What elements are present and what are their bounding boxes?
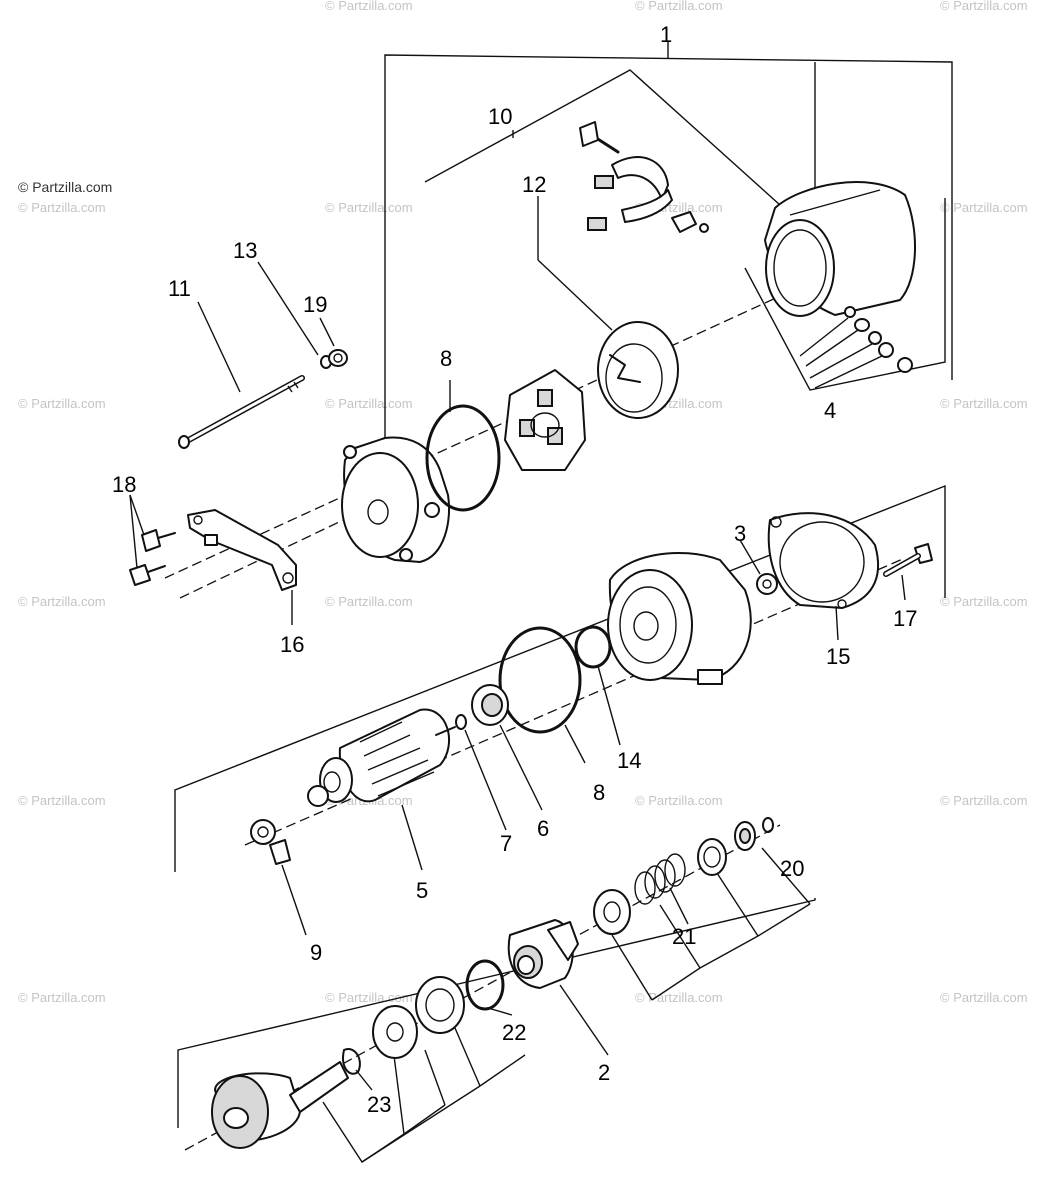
watermark: © Partzilla.com bbox=[940, 793, 1028, 808]
end-bearing bbox=[734, 821, 756, 851]
spring bbox=[634, 853, 686, 905]
snap-ring bbox=[342, 1048, 361, 1075]
o-ring bbox=[498, 626, 582, 734]
corner-watermark: © Partzilla.com bbox=[18, 179, 112, 195]
sleeve bbox=[593, 889, 631, 935]
callout-8-top: 8 bbox=[440, 346, 452, 371]
callout-20: 20 bbox=[780, 856, 804, 881]
callout-11: 11 bbox=[168, 276, 191, 301]
callout-1: 1 bbox=[660, 22, 672, 47]
watermark: © Partzilla.com bbox=[940, 396, 1028, 411]
callout-13: 13 bbox=[233, 238, 257, 263]
thrust-plate bbox=[372, 1005, 418, 1059]
mounting-bracket bbox=[187, 509, 297, 591]
callout-18: 18 bbox=[112, 472, 136, 497]
callout-21: 21 bbox=[672, 924, 696, 949]
watermark: © Partzilla.com bbox=[18, 594, 106, 609]
watermark: © Partzilla.com bbox=[635, 990, 723, 1005]
o-ring bbox=[425, 404, 501, 512]
watermark: © Partzilla.com bbox=[325, 200, 413, 215]
nut bbox=[328, 349, 348, 367]
callout-12: 12 bbox=[522, 172, 546, 197]
callout-labels: 1 2 3 4 5 6 7 8 8 9 10 11 12 13 14 15 16… bbox=[112, 22, 917, 1117]
front-housing bbox=[607, 551, 752, 685]
callout-8-middle: 8 bbox=[593, 780, 605, 805]
gasket-plate bbox=[767, 512, 880, 609]
watermark: © Partzilla.com bbox=[325, 396, 413, 411]
watermark: © Partzilla.com bbox=[635, 0, 723, 13]
clutch-plate bbox=[415, 976, 465, 1034]
yoke-housing bbox=[764, 181, 917, 317]
callout-19: 19 bbox=[303, 292, 327, 317]
callout-7: 7 bbox=[500, 831, 512, 856]
thrust-washer bbox=[455, 714, 467, 730]
through-bolt bbox=[178, 375, 305, 449]
rear-cover bbox=[341, 436, 451, 563]
watermarks: © Partzilla.com © Partzilla.com © Partzi… bbox=[18, 0, 1028, 1005]
watermark: © Partzilla.com bbox=[325, 0, 413, 13]
watermark: © Partzilla.com bbox=[18, 990, 106, 1005]
callout-22: 22 bbox=[502, 1020, 526, 1045]
mounting-bolts bbox=[129, 529, 176, 586]
overrunning-clutch bbox=[507, 919, 579, 989]
bearing bbox=[471, 684, 509, 726]
callout-3: 3 bbox=[734, 521, 746, 546]
clip bbox=[762, 817, 774, 833]
callout-10: 10 bbox=[488, 104, 512, 129]
watermark: © Partzilla.com bbox=[18, 793, 106, 808]
brush-holder bbox=[504, 369, 586, 471]
watermark: © Partzilla.com bbox=[940, 990, 1028, 1005]
watermark: © Partzilla.com bbox=[18, 200, 106, 215]
callout-4: 4 bbox=[824, 398, 836, 423]
callout-9: 9 bbox=[310, 940, 322, 965]
housing-bolt bbox=[883, 543, 933, 577]
callout-23: 23 bbox=[367, 1092, 391, 1117]
group-brackets bbox=[174, 42, 953, 1163]
callout-2: 2 bbox=[598, 1060, 610, 1085]
callout-5: 5 bbox=[416, 878, 428, 903]
watermark: © Partzilla.com bbox=[635, 793, 723, 808]
callout-15: 15 bbox=[826, 644, 850, 669]
cup-washer bbox=[697, 838, 727, 876]
bushing bbox=[250, 819, 291, 865]
terminal-hardware bbox=[799, 306, 913, 389]
watermark: © Partzilla.com bbox=[940, 0, 1028, 13]
watermark: © Partzilla.com bbox=[940, 594, 1028, 609]
watermark: © Partzilla.com bbox=[940, 200, 1028, 215]
watermark: © Partzilla.com bbox=[18, 396, 106, 411]
callout-16: 16 bbox=[280, 632, 304, 657]
watermark: © Partzilla.com bbox=[325, 594, 413, 609]
brush-springs bbox=[579, 121, 709, 233]
small-o-ring bbox=[574, 625, 612, 669]
callout-6: 6 bbox=[537, 816, 549, 841]
callout-17: 17 bbox=[893, 606, 917, 631]
pinion-gear-shaft bbox=[211, 1061, 349, 1149]
callout-14: 14 bbox=[617, 748, 641, 773]
washer bbox=[756, 573, 778, 595]
retaining-ring bbox=[465, 959, 505, 1011]
insulator-ring bbox=[597, 321, 679, 419]
armature bbox=[307, 708, 456, 807]
watermark: © Partzilla.com bbox=[325, 990, 413, 1005]
leader-lines bbox=[129, 196, 906, 1091]
